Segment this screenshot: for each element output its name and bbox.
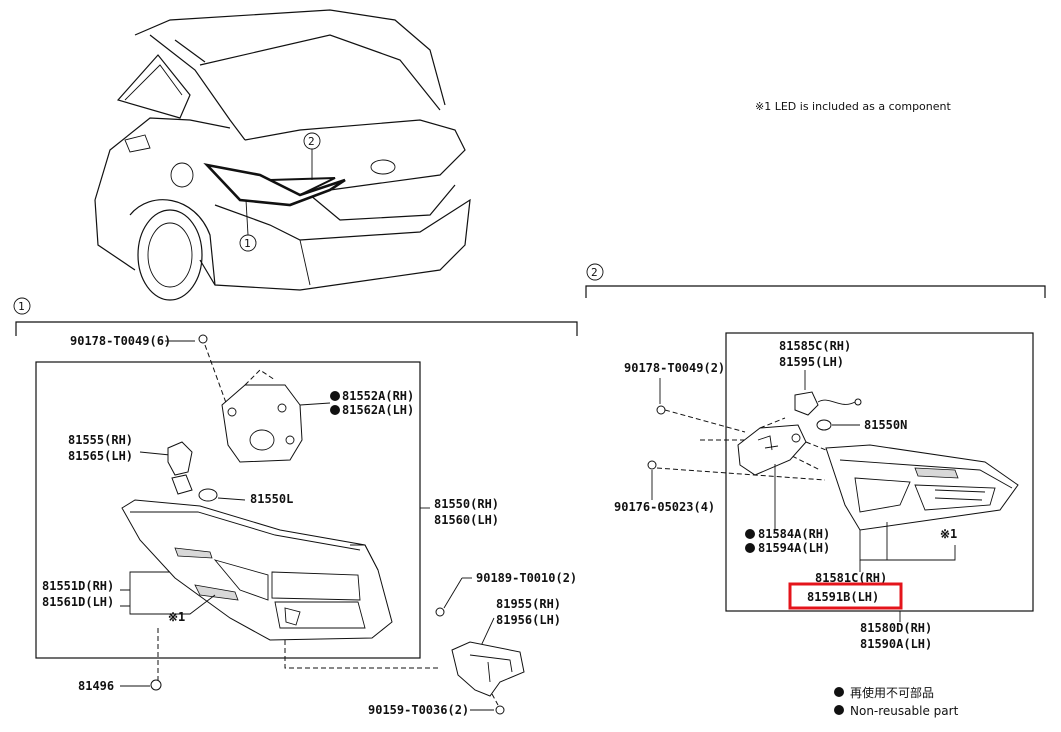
label-81590A-LH: 81590A(LH) xyxy=(860,637,932,651)
lamp-socket xyxy=(167,441,193,476)
led-mark-section-2: ※1 xyxy=(940,527,957,541)
led-mark-section-1: ※1 xyxy=(168,610,185,624)
non-reusable-dot xyxy=(745,543,755,553)
label-81555-RH: 81555(RH) xyxy=(68,433,133,447)
car-rear-illustration: 1 2 xyxy=(94,9,471,301)
screw-icon xyxy=(647,460,657,470)
lamp-socket-wiring xyxy=(794,391,819,416)
section-1: 1 90178-T0049(6) 81552A(RH) 81562A(LH) 8… xyxy=(13,297,578,717)
label-81496: 81496 xyxy=(78,679,114,693)
label-81594A-LH: 81594A(LH) xyxy=(758,541,830,555)
lamp-bracket xyxy=(221,384,303,463)
label-81565-LH: 81565(LH) xyxy=(68,449,133,463)
label-81581C-RH: 81581C(RH) xyxy=(815,571,887,585)
label-81552A-RH: 81552A(RH) xyxy=(342,389,414,403)
callout-2-car: 2 xyxy=(308,135,315,148)
label-81551D-RH: 81551D(RH) xyxy=(42,579,114,593)
screw-icon xyxy=(495,705,505,715)
bulb-icon xyxy=(198,488,218,502)
highlight-box xyxy=(788,582,903,610)
legend-dot xyxy=(834,687,844,697)
bolt-icon xyxy=(656,405,666,415)
label-90176-05023-4: 90176-05023(4) xyxy=(614,500,715,514)
lamp-mounting-bracket xyxy=(451,641,525,697)
non-reusable-dot xyxy=(745,529,755,539)
legend: 再使用不可部品 Non-reusable part xyxy=(834,685,959,718)
label-81561D-LH: 81561D(LH) xyxy=(42,595,114,609)
legend-dot xyxy=(834,705,844,715)
label-81550N: 81550N xyxy=(864,418,907,432)
led-component-note: ※1 LED is included as a component xyxy=(755,100,951,113)
label-81956-LH: 81956(LH) xyxy=(496,613,561,627)
label-90178-T0049-6: 90178-T0049(6) xyxy=(70,334,171,348)
label-81584A-RH: 81584A(RH) xyxy=(758,527,830,541)
section-2-number: 2 xyxy=(591,266,598,279)
tail-lamp-assembly xyxy=(121,499,393,641)
legend-english: Non-reusable part xyxy=(850,704,959,718)
label-81550L: 81550L xyxy=(250,492,293,506)
bolt-icon xyxy=(198,334,208,344)
label-81580D-RH: 81580D(RH) xyxy=(860,621,932,635)
label-81955-RH: 81955(RH) xyxy=(496,597,561,611)
legend-japanese: 再使用不可部品 xyxy=(850,685,934,700)
label-81560-LH: 81560(LH) xyxy=(434,513,499,527)
nut-icon xyxy=(435,607,445,617)
label-90159-T0036-2: 90159-T0036(2) xyxy=(368,703,469,717)
inner-lamp-assembly xyxy=(825,444,1019,531)
label-90178-T0049-2: 90178-T0049(2) xyxy=(624,361,725,375)
label-90189-T0010-2: 90189-T0010(2) xyxy=(476,571,577,585)
section-2: 2 90178-T0049(2) 81585C(RH) 81595(LH) 81… xyxy=(585,263,1046,651)
label-81585C-RH: 81585C(RH) xyxy=(779,339,851,353)
section-1-number: 1 xyxy=(18,300,25,313)
non-reusable-dot xyxy=(330,391,340,401)
label-81550-RH: 81550(RH) xyxy=(434,497,499,511)
bulb-icon xyxy=(816,419,832,431)
label-81591B-LH: 81591B(LH) xyxy=(807,590,879,604)
clip-icon xyxy=(150,679,162,691)
label-81595-LH: 81595(LH) xyxy=(779,355,844,369)
non-reusable-dot xyxy=(330,405,340,415)
label-81562A-LH: 81562A(LH) xyxy=(342,403,414,417)
callout-1-car: 1 xyxy=(244,237,251,250)
